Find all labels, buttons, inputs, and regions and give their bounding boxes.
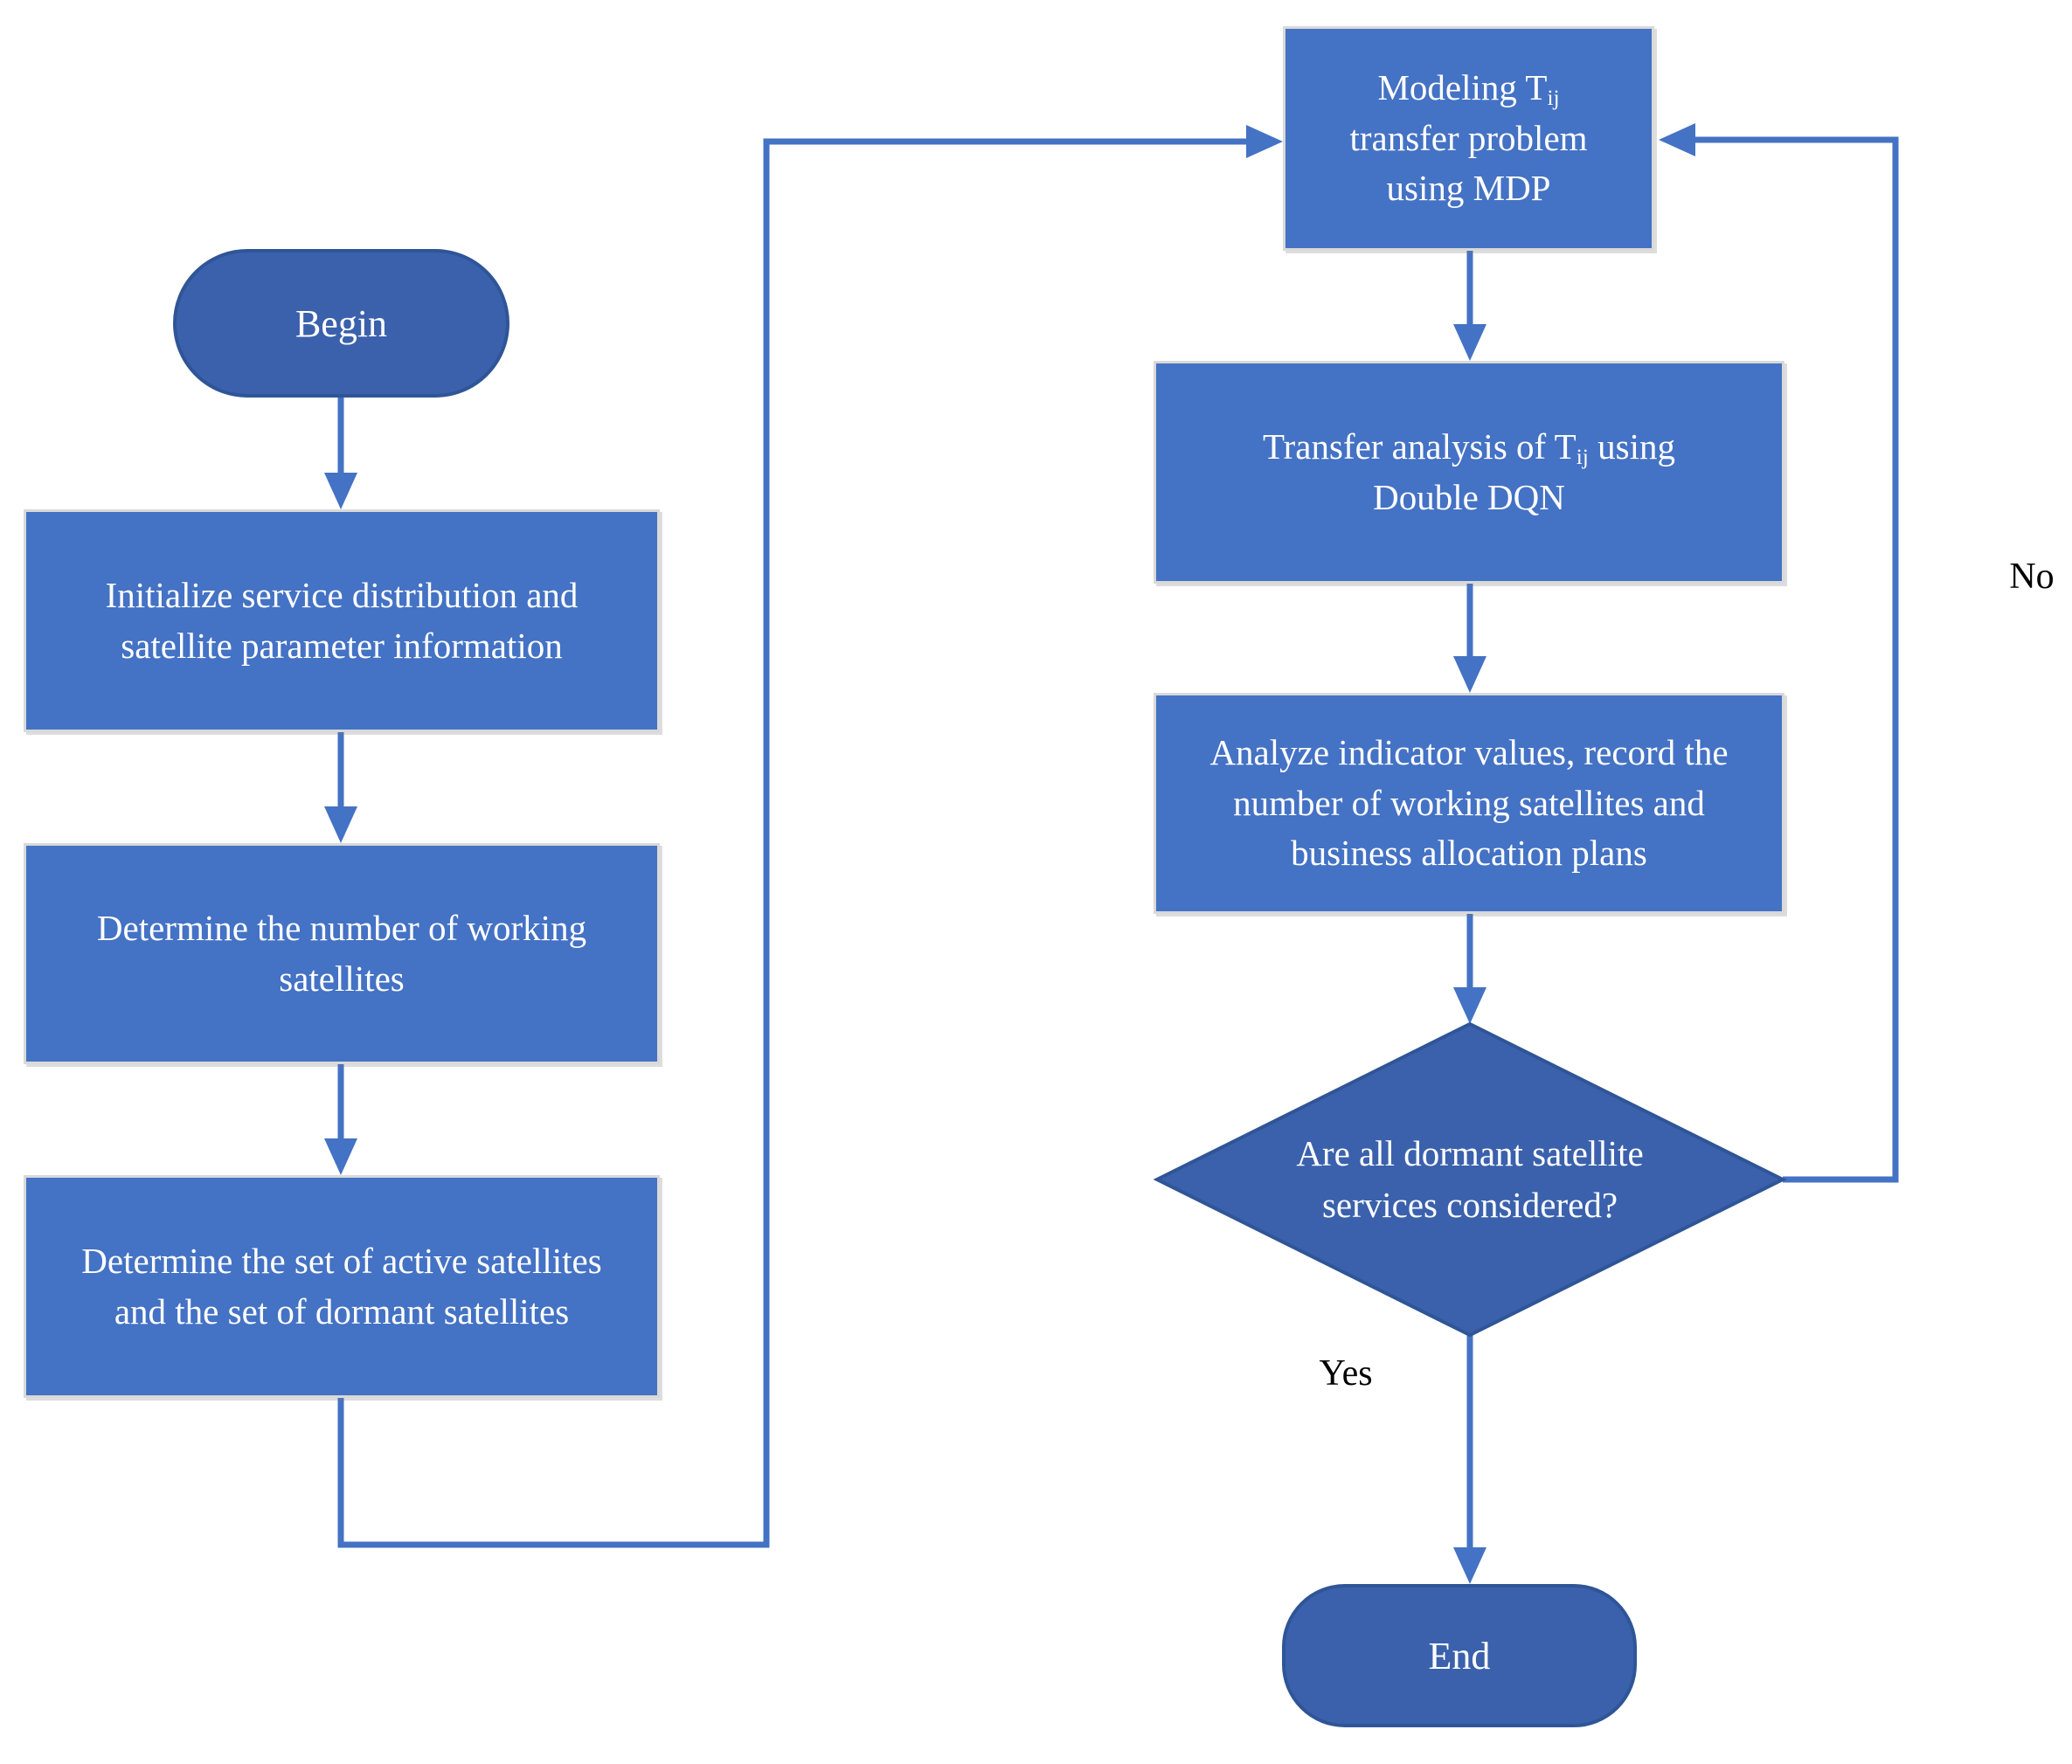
end-label: End	[1428, 1634, 1491, 1678]
arrowhead-decision-end	[1453, 1547, 1486, 1584]
step-modeling-mdp: Modeling Tij transfer problem using MDP	[1283, 26, 1654, 251]
step-line: Analyze indicator values, record the	[1209, 732, 1729, 773]
arrowhead-transfer-analyze	[1453, 656, 1486, 693]
step-line: and the set of dormant satellites	[114, 1290, 570, 1332]
step-line: satellite parameter information	[121, 625, 563, 666]
step-determine-satellite-sets: Determine the set of active satellites a…	[24, 1175, 660, 1398]
subscript: ij	[1547, 85, 1560, 110]
step-line-text: using	[1588, 426, 1675, 467]
arrowhead-working-sets	[324, 1138, 357, 1175]
step-determine-working-count: Determine the number of working satellit…	[24, 843, 660, 1064]
decision-dormant-services: Are all dormant satellite services consi…	[1157, 1024, 1783, 1335]
step-line: Modeling Tij	[1377, 63, 1559, 113]
edge-label-yes: Yes	[1319, 1353, 1373, 1394]
step-line: Determine the set of active satellites	[81, 1241, 602, 1282]
step-line: Initialize service distribution and	[105, 575, 579, 616]
arrowhead-init-working	[324, 806, 357, 843]
begin-terminal: Begin	[173, 249, 509, 398]
subscript: ij	[1576, 444, 1589, 469]
step-line: business allocation plans	[1291, 833, 1647, 874]
step-line: satellites	[279, 958, 405, 999]
end-terminal: End	[1282, 1584, 1637, 1727]
edge-label-no: No	[2009, 557, 2055, 597]
arrowhead-begin-init	[324, 473, 357, 509]
step-line: transfer problem	[1349, 117, 1588, 158]
step-transfer-analysis: Transfer analysis of Tij using Double DQ…	[1154, 361, 1784, 584]
arrowhead-analyze-decision	[1453, 987, 1486, 1024]
step-line-text: Transfer analysis of T	[1263, 426, 1577, 467]
arrowhead-decision-modeling	[1659, 123, 1695, 156]
step-line-text: Modeling T	[1377, 67, 1548, 108]
step-initialize-service: Initialize service distribution and sate…	[24, 509, 660, 732]
step-line: Transfer analysis of Tij using	[1263, 422, 1675, 472]
decision-line: services considered?	[1321, 1185, 1618, 1225]
step-line: using MDP	[1386, 168, 1551, 209]
begin-label: Begin	[295, 301, 388, 345]
step-analyze-indicators: Analyze indicator values, record the num…	[1154, 693, 1784, 914]
step-line: Double DQN	[1373, 476, 1565, 517]
arrowhead-sets-modeling	[1246, 125, 1283, 158]
arrowhead-modeling-transfer	[1453, 324, 1486, 361]
step-line: number of working satellites and	[1233, 782, 1705, 823]
step-line: Determine the number of working	[96, 908, 587, 949]
decision-line: Are all dormant satellite	[1296, 1132, 1644, 1173]
